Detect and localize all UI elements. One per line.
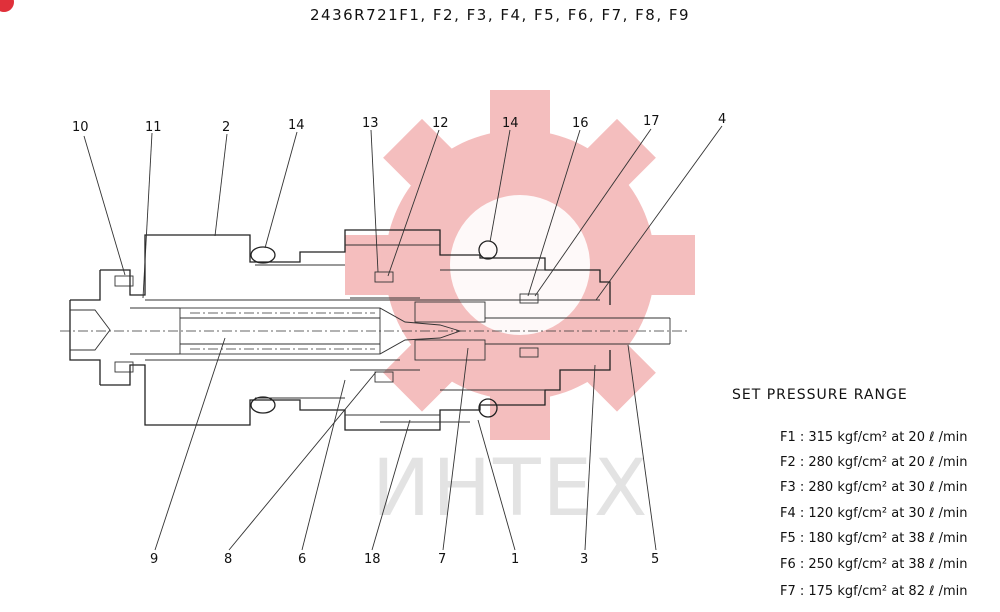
set-pressure-f4: F4 : 120 kgf/cm² at 30 ℓ /min (780, 506, 968, 521)
part-label-9: 9 (150, 552, 159, 567)
corner-badge (0, 0, 14, 12)
part-label-10: 10 (72, 120, 89, 135)
part-label-17: 17 (643, 114, 660, 129)
set-pressure-f6: F6 : 250 kgf/cm² at 38 ℓ /min (780, 557, 968, 572)
part-label-18: 18 (364, 552, 381, 567)
set-pressure-f5: F5 : 180 kgf/cm² at 38 ℓ /min (780, 531, 968, 546)
part-label-5: 5 (651, 552, 660, 567)
part-label-12: 12 (432, 116, 449, 131)
part-label-14-upper-right: 14 (502, 116, 519, 131)
set-pressure-f3: F3 : 280 kgf/cm² at 30 ℓ /min (780, 480, 968, 495)
part-label-2: 2 (222, 120, 231, 135)
part-label-4: 4 (718, 112, 727, 127)
part-label-11: 11 (145, 120, 162, 135)
set-pressure-f2: F2 : 280 kgf/cm² at 20 ℓ /min (780, 455, 968, 470)
part-label-13: 13 (362, 116, 379, 131)
part-label-3: 3 (580, 552, 589, 567)
watermark-text: ИНТЕХ (372, 444, 650, 534)
set-pressure-title: SET PRESSURE RANGE (732, 387, 908, 403)
part-label-16: 16 (572, 116, 589, 131)
set-pressure-f7: F7 : 175 kgf/cm² at 82 ℓ /min (780, 584, 968, 599)
part-label-8: 8 (224, 552, 233, 567)
part-label-7: 7 (438, 552, 447, 567)
part-label-1: 1 (511, 552, 520, 567)
part-label-14-upper-left: 14 (288, 118, 305, 133)
drawing-title: 2436R721F1, F2, F3, F4, F5, F6, F7, F8, … (310, 6, 691, 24)
part-label-6: 6 (298, 552, 307, 567)
set-pressure-f1: F1 : 315 kgf/cm² at 20 ℓ /min (780, 430, 968, 445)
